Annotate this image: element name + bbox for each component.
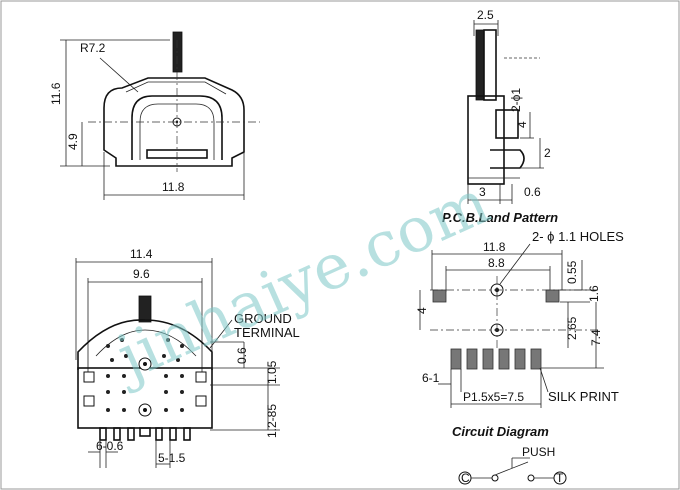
side-shaft-body: [483, 29, 497, 101]
front-shaft: [172, 31, 183, 73]
silk-leader: [539, 367, 549, 393]
front-axis-label: 4.9: [66, 133, 80, 150]
pcb-holes-leader: [499, 243, 531, 285]
bottom-1285-label: 1.2-85: [265, 404, 279, 438]
pcb-61-label: 6-1: [422, 371, 440, 385]
terminal-label: TERMINAL: [234, 325, 300, 340]
side-06-label: 0.6: [524, 185, 541, 199]
push-label: PUSH: [522, 445, 555, 459]
bottom-terminals: [99, 427, 191, 441]
silk-label: SILK PRINT: [548, 389, 619, 404]
front-width-label: 11.8: [162, 180, 185, 194]
pcb-74-label: 7.4: [589, 329, 603, 346]
pcb-055-label: 0.55: [565, 260, 579, 284]
pcb-pattern: 2- ϕ 1.1 HOLES 11.8 8.8 4 0.55 1.6 2.65 …: [415, 229, 624, 408]
bottom-606-label: 6-0.6: [96, 439, 124, 453]
front-radius-label: R7.2: [80, 41, 106, 55]
pcb-265-label: 2.65: [565, 316, 579, 340]
node-t: [553, 471, 567, 485]
bottom-pin-dots: [106, 338, 184, 412]
pcb-pad-left: [432, 289, 447, 303]
ground-label: GROUND: [234, 311, 292, 326]
pcb-118-label: 11.8: [483, 240, 506, 254]
pcb-88-label: 8.8: [488, 256, 505, 270]
front-height-label: 11.6: [49, 82, 63, 105]
node-c-label: C: [461, 471, 470, 485]
side-hole-label: 2-ϕ1: [509, 88, 523, 112]
bottom-06-label: 0.6: [235, 347, 249, 364]
side-2-label: 2: [544, 146, 551, 160]
node-t-label: T: [556, 471, 564, 485]
bottom-114-label: 11.4: [130, 247, 153, 261]
bottom-shaft: [138, 295, 152, 323]
front-inner-arch: [131, 95, 223, 160]
bottom-96-label: 9.6: [133, 267, 150, 281]
circuit-title: Circuit Diagram: [452, 424, 549, 439]
side-top-label: 2.5: [477, 8, 494, 22]
ground-leader: [209, 319, 233, 349]
push-switch-lever: [494, 461, 529, 476]
pcb-16-label: 1.6: [587, 285, 601, 302]
circuit-diagram: Circuit Diagram PUSH C T: [452, 424, 567, 485]
pcb-pitch-label: P1.5x5=7.5: [463, 390, 524, 404]
watermark: jinhaiye.com: [101, 165, 500, 396]
side-housing: [467, 95, 505, 185]
side-4-label: 4: [515, 121, 529, 128]
side-foot: [490, 149, 525, 169]
front-radius-leader: [99, 57, 139, 93]
pcb-pad-right: [545, 289, 560, 303]
bottom-515-label: 5-1.5: [158, 451, 186, 465]
pcb-holes-label: 2- ϕ 1.1 HOLES: [532, 229, 624, 244]
side-view: 2.5 2-ϕ1 4 2 3 0.6: [467, 8, 551, 204]
pcb-4-label: 4: [415, 307, 429, 314]
bottom-view: 11.4 9.6: [75, 247, 300, 468]
side-3-label: 3: [479, 185, 486, 199]
side-tab: [495, 109, 519, 139]
side-shaft: [475, 29, 485, 101]
front-upper-edge: [125, 81, 227, 95]
front-view: R7.2 11.6 4.9 11.8: [49, 31, 260, 200]
pcb-title: P.C.B.Land Pattern: [442, 210, 558, 225]
pcb-pad-row: [450, 348, 542, 370]
bottom-body-arc: [77, 319, 213, 370]
bottom-105-label: 1.05: [265, 360, 279, 384]
